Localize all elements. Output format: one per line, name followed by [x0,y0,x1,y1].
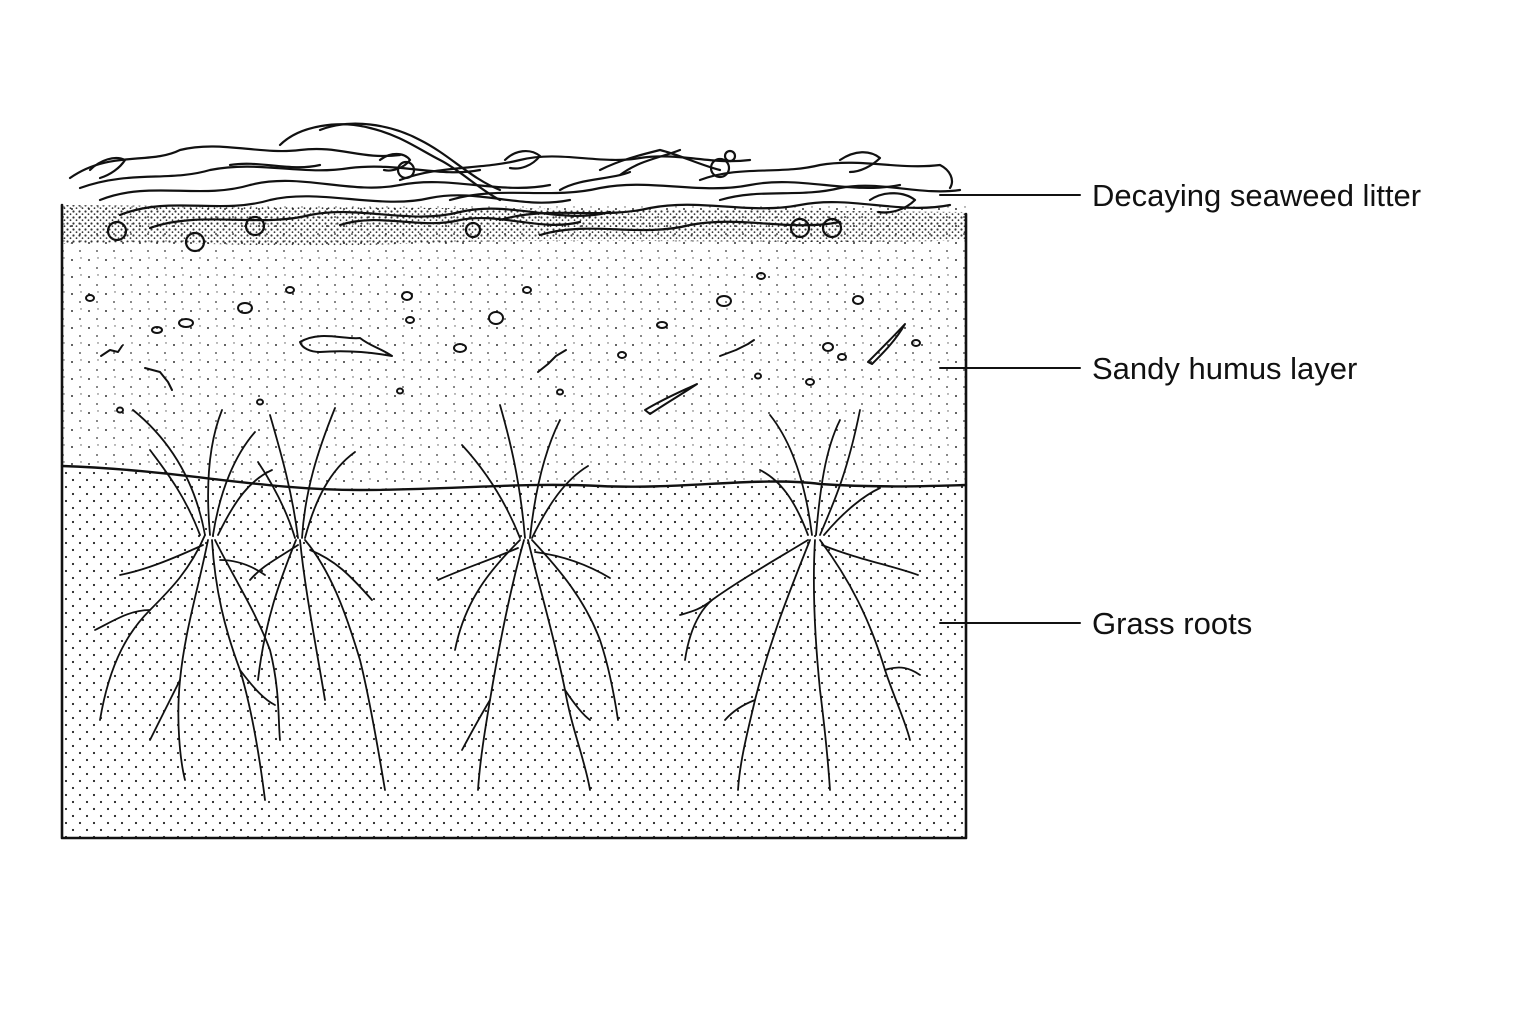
soil-outline [60,203,968,840]
grass-clump-4 [679,409,921,791]
label-humus: Sandy humus layer [1092,351,1357,386]
soil-block [60,203,968,840]
label-roots: Grass roots [1092,606,1252,641]
grass-clumps [94,404,921,801]
grass-clump-2 [249,407,386,791]
label-group: Decaying seaweed litter Sandy humus laye… [939,178,1421,641]
layer-boundary [60,464,968,492]
humus-fragments [85,272,921,415]
seaweed-litter [68,122,962,253]
humus-layer [62,205,966,490]
label-litter: Decaying seaweed litter [1092,178,1421,213]
grass-clump-3 [437,404,619,791]
topsoil-band [62,205,966,246]
